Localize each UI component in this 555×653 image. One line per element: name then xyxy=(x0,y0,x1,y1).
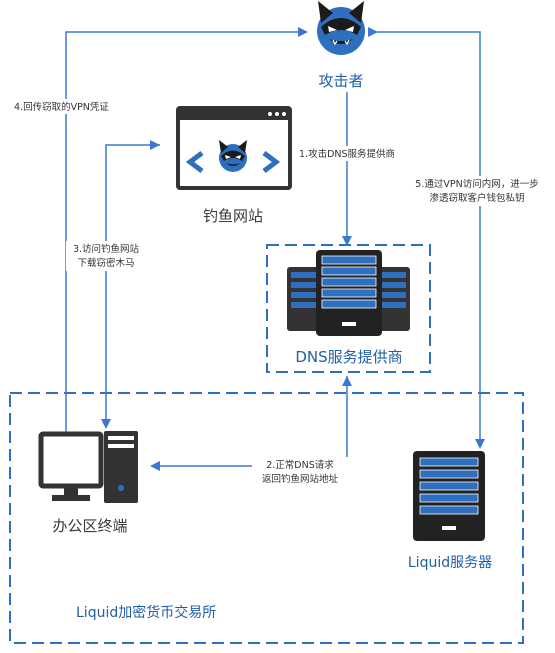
edge-step1-label: 1.攻击DNS服务提供商 xyxy=(299,148,395,160)
server-rack-icon xyxy=(413,451,485,541)
dns-provider-label: DNS服务提供商 xyxy=(295,348,402,366)
liquid-server-label: Liquid服务器 xyxy=(408,555,492,571)
cat-mascot-small-icon xyxy=(219,140,247,172)
edge-step4 xyxy=(65,27,308,433)
edge-step3-label-1: 3.访问钓鱼网站 xyxy=(73,243,140,255)
office-terminal-label: 办公区终端 xyxy=(52,517,127,535)
edge-step3 xyxy=(101,144,160,429)
server-cluster-icon xyxy=(287,250,410,336)
exchange-zone-border xyxy=(9,392,524,644)
code-bracket-right-icon xyxy=(262,151,281,173)
edge-step5-label-1: 5.通过VPN访问内网，进一步 xyxy=(415,178,538,190)
step1-label-bg xyxy=(298,146,402,161)
edge-step5 xyxy=(368,27,485,449)
step3-label-bg xyxy=(66,241,146,271)
step4-label-bg xyxy=(13,99,123,114)
exchange-zone-label: Liquid加密货币交易所 xyxy=(76,604,216,621)
step2-label-bg xyxy=(252,457,348,487)
edge-step4-label: 4.回传窃取的VPN凭证 xyxy=(14,101,109,113)
phishing-site-label: 钓鱼网站 xyxy=(203,207,263,225)
edge-step2-label-2: 返回钓鱼网站地址 xyxy=(262,473,339,485)
step5-label-bg xyxy=(401,176,551,206)
code-bracket-left-icon xyxy=(185,151,204,173)
arrowhead-dns xyxy=(342,376,352,386)
edge-step2 xyxy=(150,376,348,471)
edge-step2-label-1: 2.正常DNS请求 xyxy=(266,459,334,471)
cat-mascot-icon xyxy=(317,1,365,55)
arrowhead-phishing xyxy=(150,140,160,150)
desktop-computer-icon xyxy=(38,431,138,503)
edge-step5-label-2: 渗透窃取客户钱包私钥 xyxy=(429,192,524,204)
attacker-label: 攻击者 xyxy=(318,72,363,90)
edge-step3-label-2: 下载窃密木马 xyxy=(77,257,134,269)
browser-window-icon xyxy=(176,106,292,190)
